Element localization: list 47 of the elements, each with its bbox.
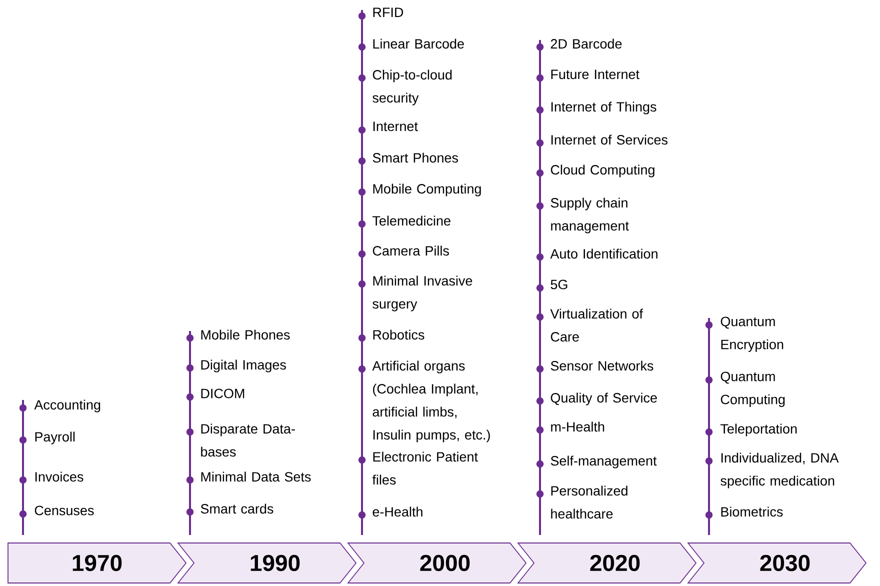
item-label: Self-management bbox=[550, 456, 657, 468]
item-label: Minimal Invasive surgery bbox=[372, 276, 472, 312]
item-label: Internet of Things bbox=[551, 102, 656, 114]
item-label: Linear Barcode bbox=[373, 38, 464, 49]
item-label: Individualized, DNA specific medication bbox=[720, 452, 839, 488]
item-label: Personalized healthcare bbox=[551, 486, 628, 519]
item-label: Smart Phones bbox=[372, 152, 458, 163]
item-label: Minimal Data Sets bbox=[201, 472, 311, 482]
item-label: m-Health bbox=[551, 422, 604, 432]
item-label: Accounting bbox=[34, 400, 100, 412]
item-label: Quality of Service bbox=[550, 392, 657, 406]
item-label: Mobile Computing bbox=[373, 184, 481, 196]
item-label: e-Health bbox=[372, 506, 422, 517]
item-label: Robotics bbox=[373, 330, 424, 340]
item-label: Disparate Data-bases bbox=[201, 424, 295, 457]
item-label: Censuses bbox=[34, 506, 94, 516]
item-label: Virtualization of Care bbox=[550, 308, 643, 342]
item-label: Quantum Computing bbox=[720, 372, 785, 407]
item-label: Smart cards bbox=[200, 504, 274, 514]
item-label: Artificial organs (Cochlea Implant, artificial limbs, Insulin pumps, etc.) bbox=[372, 360, 490, 442]
year-band: 1990 bbox=[177, 542, 357, 584]
year-band: 1970 bbox=[8, 542, 187, 584]
item-label: Quantum Encryption bbox=[720, 316, 784, 352]
item-label: Teleportation bbox=[720, 424, 797, 436]
item-label: Sensor Networks bbox=[550, 360, 654, 371]
item-label: RFID bbox=[373, 8, 404, 17]
item-label: 2D Barcode bbox=[550, 38, 622, 49]
item-label: DICOM bbox=[201, 388, 244, 398]
item-label: Telemedicine bbox=[372, 216, 450, 226]
item-label: Invoices bbox=[35, 472, 84, 482]
item-label: Cloud Computing bbox=[550, 164, 654, 178]
year-band: 2000 bbox=[347, 542, 527, 584]
item-label: Auto Identification bbox=[550, 248, 658, 259]
item-label: Digital Images bbox=[201, 360, 286, 372]
item-label: Internet of Services bbox=[551, 134, 668, 145]
item-label: Electronic Patient files bbox=[372, 452, 478, 485]
item-label: Future Internet bbox=[551, 70, 640, 80]
item-label: Mobile Phones bbox=[201, 330, 290, 340]
item-label: Chip-to-cloud security bbox=[372, 70, 452, 106]
year-band: 2030 bbox=[687, 542, 867, 584]
year-band: 2020 bbox=[517, 542, 697, 584]
item-label: 5G bbox=[550, 280, 568, 290]
item-label: Internet bbox=[373, 122, 418, 132]
item-label: Supply chain management bbox=[550, 198, 629, 234]
item-label: Camera Pills bbox=[372, 246, 449, 256]
item-label: Biometrics bbox=[721, 506, 783, 517]
item-label: Payroll bbox=[35, 432, 75, 444]
